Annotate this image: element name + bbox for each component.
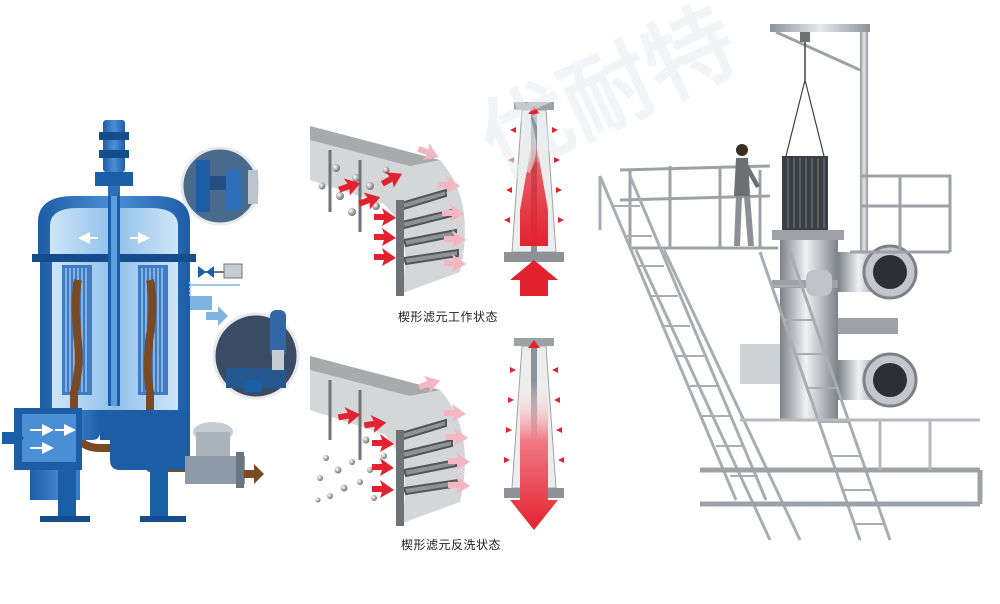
filter-cutaway bbox=[2, 120, 264, 522]
nozzle-lower bbox=[838, 352, 918, 408]
foot-left bbox=[58, 470, 76, 516]
caption-backwash-state: 楔形滤元反洗状态 bbox=[401, 538, 502, 552]
wedge-ring-working bbox=[310, 126, 466, 296]
element-section-backwash bbox=[504, 338, 564, 530]
motor bbox=[95, 120, 133, 200]
platform bbox=[619, 164, 952, 254]
flow-arrows bbox=[30, 232, 150, 454]
operator-figure bbox=[734, 144, 760, 246]
foot-right bbox=[150, 470, 168, 516]
pressure-switch bbox=[198, 263, 243, 279]
drain-arrow bbox=[244, 464, 264, 484]
drain-valve bbox=[185, 422, 245, 488]
staircase bbox=[598, 175, 802, 541]
caption-working-state: 楔形滤元工作状态 bbox=[398, 310, 499, 324]
staircase-front bbox=[758, 251, 892, 541]
detail-bubble-bottom bbox=[212, 310, 300, 400]
wedge-ring-backwash bbox=[310, 356, 470, 526]
nozzle-upper bbox=[838, 244, 918, 300]
element-section-working bbox=[504, 102, 564, 296]
jib-crane bbox=[770, 24, 870, 278]
base-frame bbox=[700, 467, 983, 507]
filter-basket bbox=[782, 156, 828, 230]
inlet-arrow bbox=[2, 426, 24, 450]
skid-installation bbox=[598, 24, 983, 541]
outlet-pipe bbox=[190, 296, 212, 310]
detail-bubble-top bbox=[180, 146, 260, 226]
